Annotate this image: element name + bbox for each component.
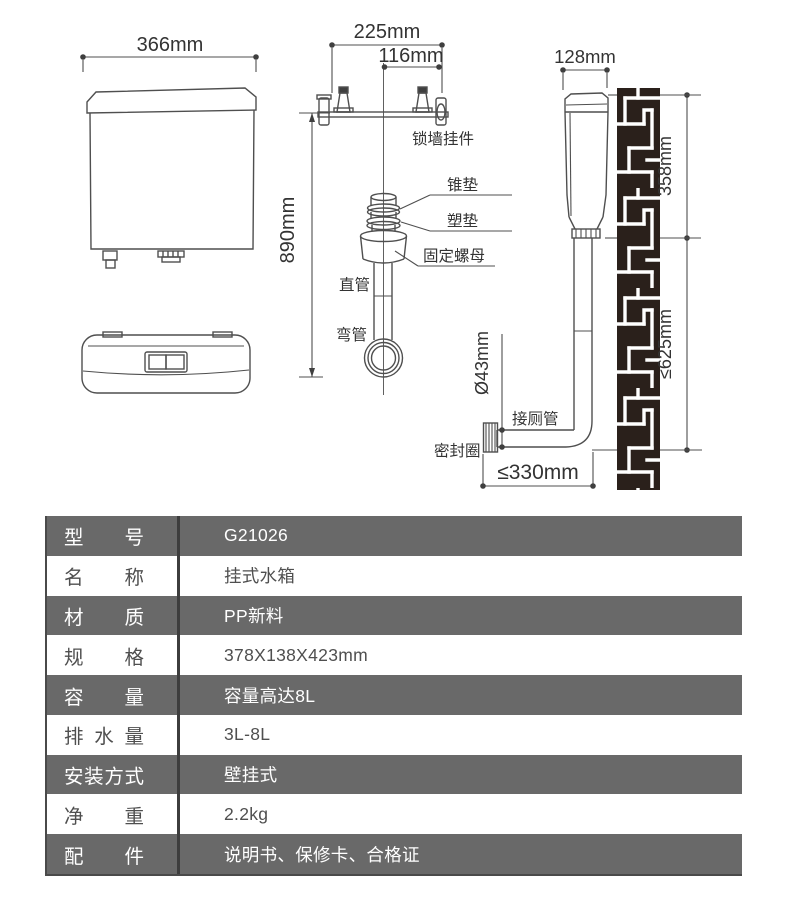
top-view-outline xyxy=(81,334,251,394)
max-offset-dim-label: ≤330mm xyxy=(497,461,579,484)
table-row: 材 质 PP新料 xyxy=(47,595,742,636)
span-dim-label: 225mm xyxy=(354,21,421,43)
depth-dimension xyxy=(560,67,610,90)
offset-dimension xyxy=(480,452,596,489)
plastic-washer-label: 塑垫 xyxy=(447,212,479,230)
spec-label-material: 材 质 xyxy=(64,606,144,629)
spec-value-capacity: 容量高达8L xyxy=(177,675,742,715)
fixing-nut-label: 固定螺母 xyxy=(423,247,485,265)
front-view xyxy=(80,54,259,269)
table-row: 排 水 量 3L-8L xyxy=(47,714,742,755)
wall-section-pattern xyxy=(617,88,660,490)
cone-washer xyxy=(366,203,401,213)
straight-pipe xyxy=(373,263,393,340)
max-height-dim-label: ≤625mm xyxy=(655,309,675,379)
flush-button-full xyxy=(165,354,185,370)
wall-height-dimensions xyxy=(592,92,702,453)
outlet-flange-front xyxy=(157,250,185,263)
front-width-label: 366mm xyxy=(137,34,204,56)
half-span-dimension xyxy=(381,64,442,70)
height-dim-label: 890mm xyxy=(277,197,299,264)
depth-dim-label: 128mm xyxy=(554,46,616,67)
flush-button-half xyxy=(148,354,167,370)
height-dimension xyxy=(299,112,330,378)
flush-button-bezel xyxy=(144,351,188,373)
toilet-pipe-label: 接厕管 xyxy=(512,410,559,428)
table-row: 配 件 说明书、保修卡、合格证 xyxy=(47,834,742,875)
pipe-diameter-dimension xyxy=(499,334,505,450)
pipe-diameter-dim-label: Ø43mm xyxy=(472,331,492,395)
spec-value-material: PP新料 xyxy=(177,595,742,636)
tank-lid-front xyxy=(86,87,257,114)
spec-value-model: G21026 xyxy=(177,516,742,556)
top-view-body-seam xyxy=(82,369,250,376)
table-row: 名 称 挂式水箱 xyxy=(47,555,742,596)
table-row: 型 号 G21026 xyxy=(47,516,742,556)
spec-table: 型 号 G21026 名 称 挂式水箱 材 质 PP新料 规 格 378X138… xyxy=(45,516,742,876)
bend-pipe-outlet xyxy=(363,338,404,378)
table-row: 容 量 容量高达8L xyxy=(47,675,742,715)
side-view xyxy=(480,67,702,490)
spec-value-name: 挂式水箱 xyxy=(177,555,742,596)
spec-label-name: 名 称 xyxy=(64,567,144,590)
spec-value-accessories: 说明书、保修卡、合格证 xyxy=(177,834,742,875)
tank-side-profile xyxy=(564,92,609,239)
half-span-dim-label: 116mm xyxy=(378,45,443,67)
table-row: 安装方式 壁挂式 xyxy=(47,754,742,795)
inlet-valve-front xyxy=(102,250,118,269)
spec-label-install: 安装方式 xyxy=(64,766,144,789)
spec-label-capacity: 容 量 xyxy=(64,686,144,709)
technical-drawing: 366mm xyxy=(80,21,702,490)
seal-ring-label: 密封圈 xyxy=(434,442,481,460)
spec-label-drainage: 排 水 量 xyxy=(64,726,144,749)
top-view xyxy=(81,331,251,394)
table-row: 净 重 2.2kg xyxy=(47,794,742,835)
front-width-dimension xyxy=(80,54,259,72)
spec-label-weight: 净 重 xyxy=(64,805,144,828)
spec-value-weight: 2.2kg xyxy=(177,794,742,835)
cone-washer-label: 锥垫 xyxy=(447,176,479,194)
table-row: 规 格 378X138X423mm xyxy=(47,635,742,676)
straight-pipe-label: 直管 xyxy=(339,276,370,294)
leader-lines xyxy=(394,194,512,267)
tank-height-dim-label: 358mm xyxy=(655,136,675,196)
wall-bracket-hardware xyxy=(316,86,449,126)
tank-body-front xyxy=(89,109,255,250)
installation-view xyxy=(299,42,512,395)
span-dimension xyxy=(329,42,445,93)
wall-bracket-label: 锁墙挂件 xyxy=(412,130,474,148)
spec-label-accessories: 配 件 xyxy=(64,845,144,868)
inlet-fitting-stack xyxy=(359,192,408,264)
plastic-washer xyxy=(366,216,401,226)
spec-value-drainage: 3L-8L xyxy=(177,714,742,755)
bend-pipe-label: 弯管 xyxy=(336,326,367,344)
seal-ring-part xyxy=(482,422,499,453)
spec-label-model: 型 号 xyxy=(64,527,144,550)
spec-value-size: 378X138X423mm xyxy=(177,635,742,676)
spec-value-install: 壁挂式 xyxy=(177,754,742,795)
spec-label-size: 规 格 xyxy=(64,646,144,669)
